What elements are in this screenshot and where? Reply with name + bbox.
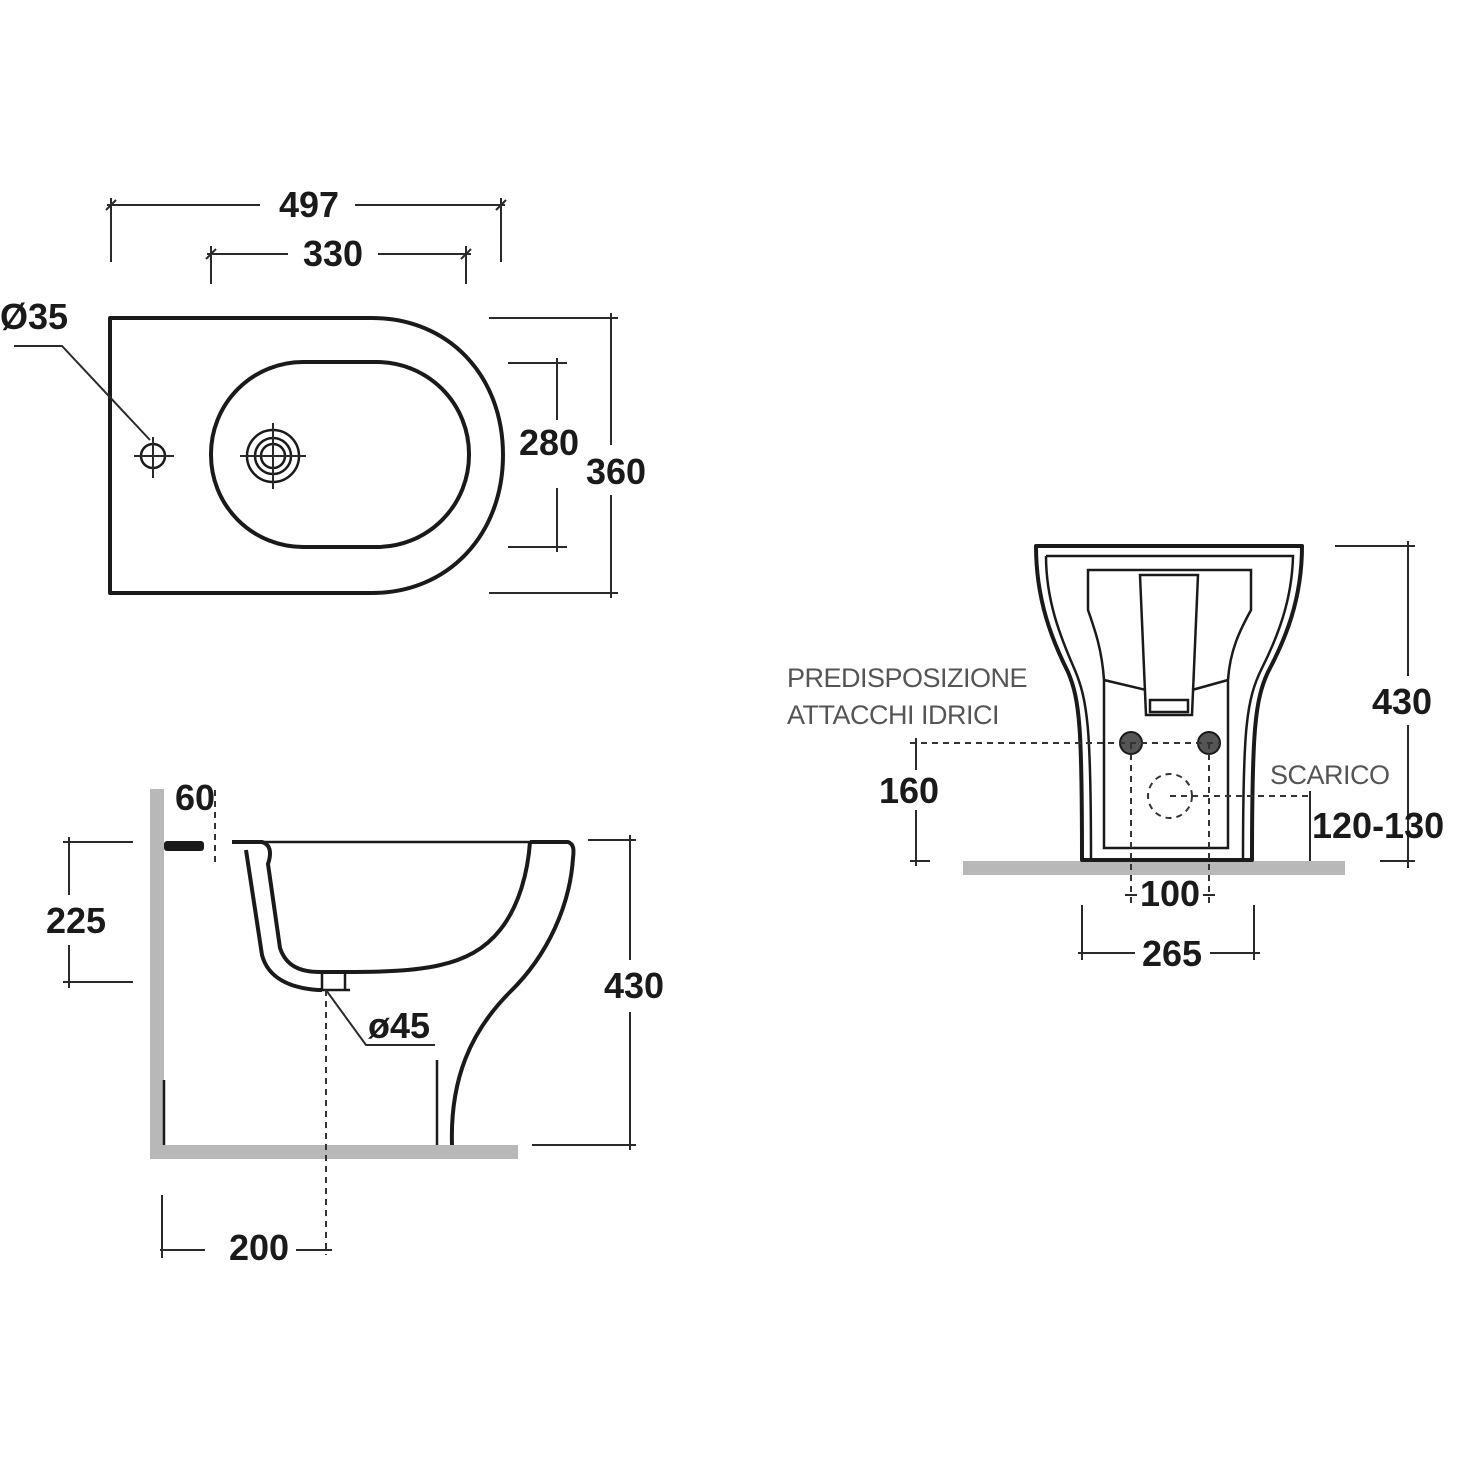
dim-rear-height: 430 bbox=[1372, 681, 1432, 722]
dim-side-height: 430 bbox=[604, 965, 664, 1006]
side-bowl-front bbox=[344, 841, 532, 974]
dim-width-bowl: 330 bbox=[303, 233, 363, 274]
water-label-line2: ATTACCHI IDRICI bbox=[787, 700, 999, 730]
dim-rim-offset: 60 bbox=[175, 777, 215, 818]
side-bowl-back bbox=[232, 840, 350, 974]
side-floor bbox=[150, 1145, 518, 1159]
water-label-line1: PREDISPOSIZIONE bbox=[787, 663, 1027, 693]
rear-view: PREDISPOSIZIONE ATTACCHI IDRICI 160 430 … bbox=[787, 541, 1444, 974]
side-view: 60 225 ø45 430 200 bbox=[46, 777, 664, 1268]
rear-cavity bbox=[1086, 568, 1253, 850]
dim-tap-hole: Ø35 bbox=[0, 296, 68, 337]
plan-outer-outline bbox=[108, 316, 505, 595]
rear-outer-outline bbox=[1034, 544, 1304, 862]
dim-water-spacing: 100 bbox=[1140, 873, 1200, 914]
dim-base-width: 265 bbox=[1142, 933, 1202, 974]
dim-drain-distance: 200 bbox=[229, 1227, 289, 1268]
plan-basin-outline bbox=[209, 360, 471, 549]
drain-label: SCARICO bbox=[1270, 760, 1390, 790]
dim-water-height: 160 bbox=[879, 770, 939, 811]
dim-inlet-height: 225 bbox=[46, 900, 106, 941]
side-wall bbox=[150, 789, 164, 1159]
dim-drain-height: 120-130 bbox=[1312, 805, 1444, 846]
rear-floor bbox=[963, 861, 1345, 875]
dim-bowl-depth: 280 bbox=[519, 422, 579, 463]
plan-view: 497 330 Ø35 280 360 bbox=[0, 184, 646, 598]
dim-depth-overall: 360 bbox=[586, 451, 646, 492]
dim-drain-diameter: ø45 bbox=[368, 1005, 430, 1046]
dim-width-overall: 497 bbox=[279, 184, 339, 225]
side-pedestal bbox=[449, 840, 576, 1146]
